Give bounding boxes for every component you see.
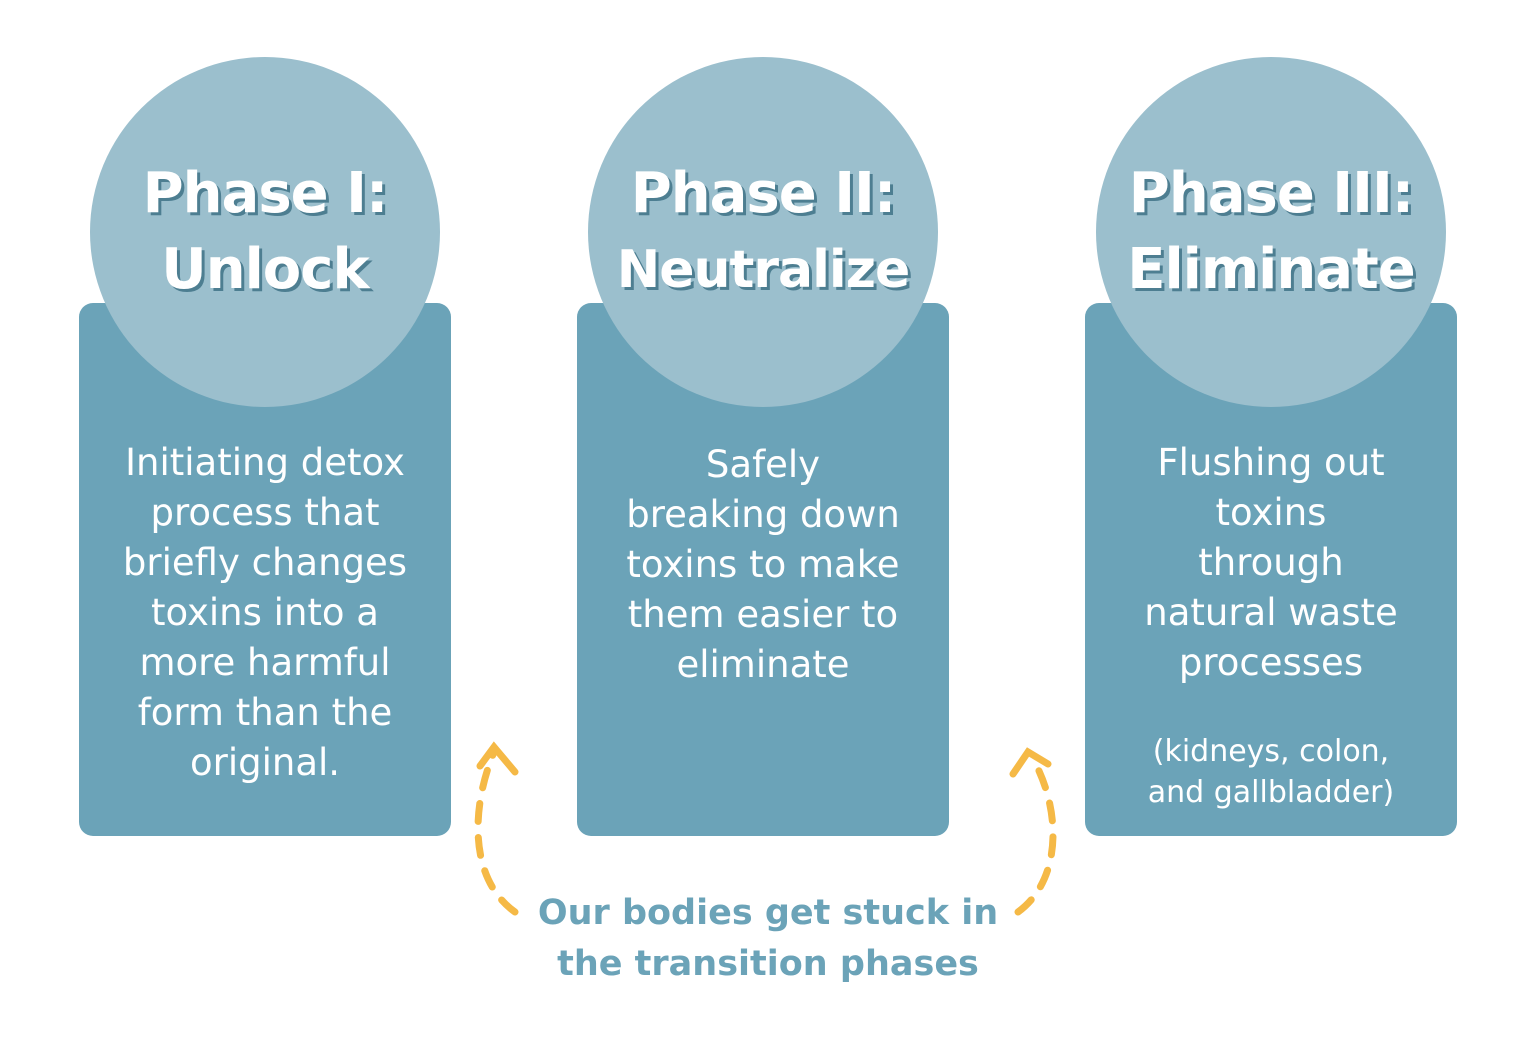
phase-3-note-line: (kidneys, colon,	[1152, 734, 1390, 769]
phase-1-description: Initiating detox process that briefly ch…	[79, 438, 451, 788]
phase-1-circle: Phase I: Unlock	[90, 57, 440, 407]
phase-1-title-line2: Unlock	[161, 237, 369, 302]
phase-2-desc-line: eliminate	[676, 643, 850, 686]
left-arrow-head-icon	[476, 741, 519, 776]
phase-2-desc-line: toxins to make	[626, 543, 900, 586]
phase-2-description: Safely breaking down toxins to make them…	[577, 440, 949, 690]
phase-3-desc-line: natural waste	[1144, 591, 1398, 634]
phase-2-title-line2: Neutralize	[616, 240, 911, 300]
phase-1-desc-line: more harmful	[139, 641, 391, 684]
phase-3-circle: Phase III: Eliminate	[1096, 57, 1446, 407]
phase-2-desc-line: Safely	[705, 443, 821, 486]
phase-1-desc-line: toxins into a	[151, 591, 379, 634]
phase-3-title-line1: Phase III:	[1128, 161, 1414, 226]
phase-1-desc-line: form than the	[137, 691, 393, 734]
phase-1-desc-line: original.	[189, 741, 341, 784]
phase-3-description: Flushing out toxins through natural wast…	[1085, 438, 1457, 688]
caption-line: Our bodies get stuck in	[537, 893, 999, 933]
right-dashed-arrow-curve	[1014, 753, 1057, 916]
phase-3-desc-line: toxins	[1215, 491, 1327, 534]
phase-3-note: (kidneys, colon, and gallbladder)	[1085, 731, 1457, 813]
phase-1: Phase I: Unlock Initiating detox process…	[79, 0, 451, 1051]
phase-2: Phase II: Neutralize Safely breaking dow…	[577, 0, 949, 1051]
phase-3: Phase III: Eliminate Flushing out toxins…	[1085, 0, 1457, 1051]
right-arrow-head-icon	[1009, 747, 1052, 778]
caption-line: the transition phases	[557, 944, 979, 984]
phase-3-title-line2: Eliminate	[1127, 237, 1416, 302]
phase-2-desc-line: breaking down	[626, 493, 900, 536]
phase-1-desc-line: briefly changes	[122, 541, 408, 584]
phase-1-desc-line: Initiating detox	[125, 441, 405, 484]
phase-3-desc-line: through	[1198, 541, 1344, 584]
transition-caption: Our bodies get stuck in the transition p…	[468, 888, 1068, 990]
phase-1-desc-line: process that	[150, 491, 380, 534]
phase-2-title-line1: Phase II:	[630, 161, 897, 226]
phase-3-desc-line: Flushing out	[1157, 441, 1385, 484]
phase-3-desc-line: processes	[1178, 641, 1364, 684]
phase-2-desc-line: them easier to	[627, 593, 899, 636]
phase-1-title-line1: Phase I:	[142, 161, 389, 226]
phase-3-note-line: and gallbladder)	[1147, 775, 1395, 810]
phase-2-circle: Phase II: Neutralize	[588, 57, 938, 407]
left-dashed-arrow-curve	[474, 748, 519, 916]
